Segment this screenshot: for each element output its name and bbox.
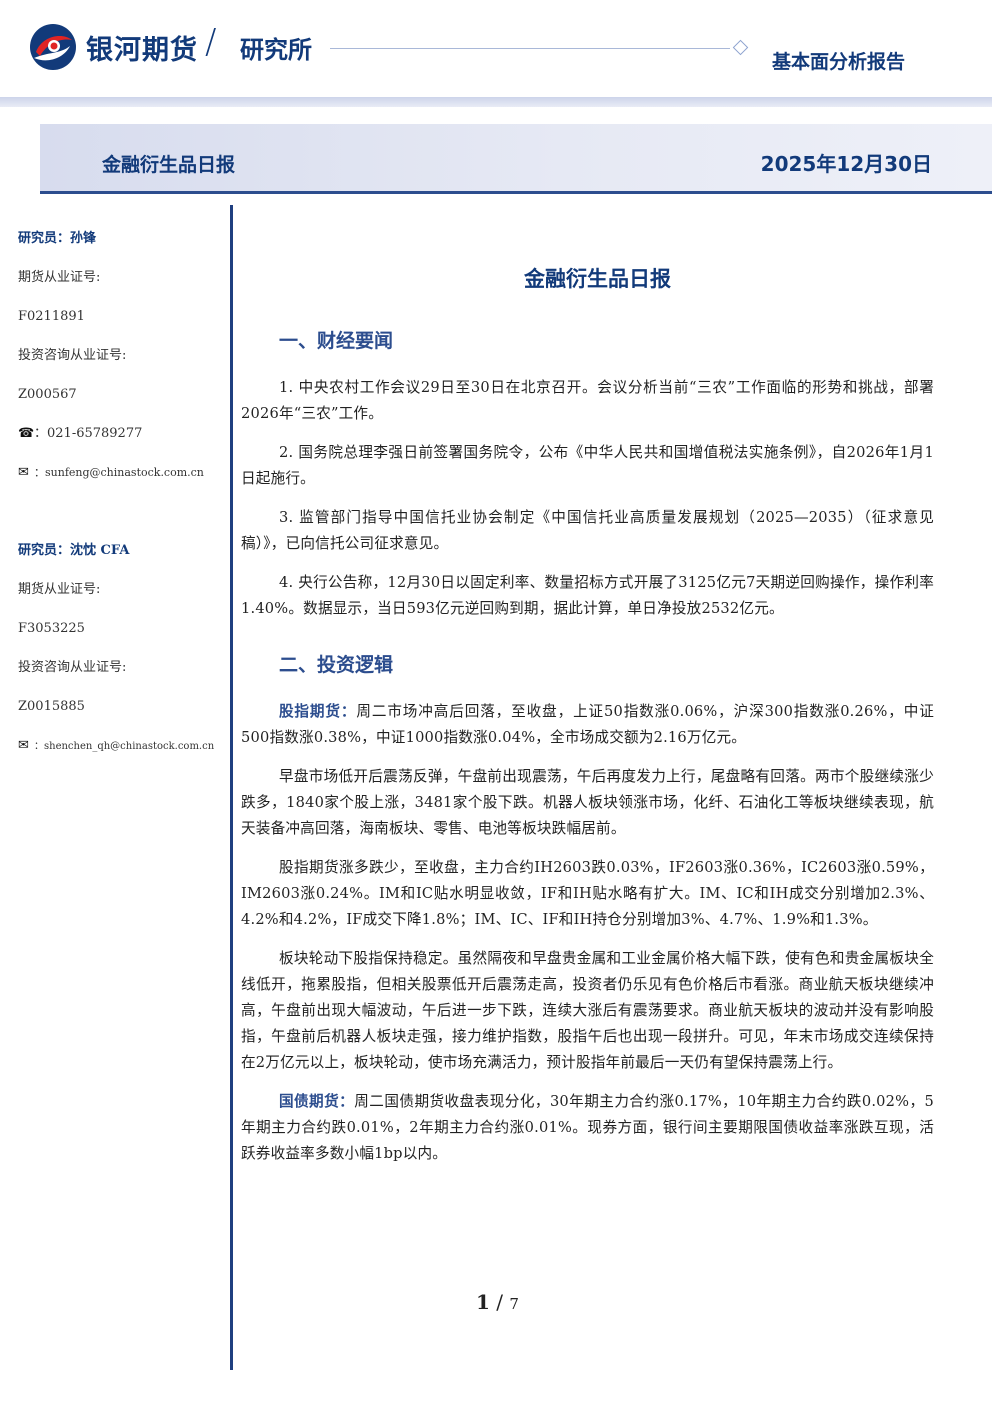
stock-index-paragraph: 股指期货：周二市场冲高后回落，至收盘，上证50指数涨0.06%，沪深300指数涨… [241, 699, 934, 751]
news-item: 2. 国务院总理李强日前签署国务院令，公布《中华人民共和国增值税法实施条例》，自… [241, 444, 934, 487]
header-deco-line [330, 48, 730, 49]
header-band [0, 97, 992, 107]
bond-label: 国债期货： [278, 1093, 355, 1110]
news-item: 3. 监管部门指导中国信托业协会制定《中国信托业高质量发展规划（2025—203… [241, 509, 934, 552]
researcher1-phone: ：021-65789277 [34, 426, 143, 441]
page-separator: / [489, 1290, 510, 1314]
researcher2-futures-cert-label: 期货从业证号: [18, 582, 101, 597]
title-banner: 金融衍生品日报 2025年12月30日 [40, 124, 992, 194]
outlook-paragraph: 板块轮动下股指保持稳定。虽然隔夜和早盘贵金属和工业金属价格大幅下跌，使有色和贵金… [241, 950, 934, 1071]
researcher-sidebar: 研究员：孙锋 期货从业证号: F0211891 投资咨询从业证号: Z00056… [18, 230, 228, 776]
document-title: 金融衍生品日报 [524, 267, 671, 291]
researcher1-phone-row: ☎：021-65789277 [18, 425, 228, 464]
researcher2-email-row: ✉ ：shenchen_qh@chinastock.com.cn [18, 737, 228, 776]
page-current: 1 [476, 1290, 490, 1314]
market-paragraph: 早盘市场低开后震荡反弹，午盘前出现震荡，午后再度发力上行，尾盘略有回落。两市个股… [241, 768, 934, 837]
news-item: 1. 中央农村工作会议29日至30日在北京召开。会议分析当前“三农”工作面临的形… [241, 379, 934, 422]
page-total: 7 [509, 1295, 519, 1313]
researcher1-email[interactable]: ：sunfeng@chinastock.com.cn [34, 466, 204, 479]
sidebar-divider [230, 205, 233, 1370]
section-heading-news: 一、财经要闻 [279, 330, 394, 352]
stock-index-text: 周二市场冲高后回落，至收盘，上证50指数涨0.06%，沪深300指数涨0.26%… [241, 703, 934, 746]
main-content: 金融衍生品日报 一、财经要闻 1. 中央农村工作会议29日至30日在北京召开。会… [241, 262, 934, 1180]
researcher2-futures-cert: F3053225 [18, 621, 85, 636]
researcher1-consult-cert: Z000567 [18, 387, 77, 402]
banner-title: 金融衍生品日报 [102, 154, 236, 176]
section-heading-logic: 二、投资逻辑 [279, 654, 394, 676]
page-number: 1 / 7 [476, 1290, 519, 1314]
bond-text: 周二国债期货收盘表现分化，30年期主力合约涨0.17%，10年期主力合约跌0.0… [241, 1093, 934, 1162]
researcher2-email[interactable]: ：shenchen_qh@chinastock.com.cn [34, 741, 215, 752]
brand-slash: / [205, 22, 217, 62]
researcher1-consult-cert-label: 投资咨询从业证号: [18, 348, 127, 363]
researcher1-futures-cert: F0211891 [18, 309, 85, 324]
galaxy-logo-icon [30, 24, 76, 70]
mail-icon: ✉ [18, 465, 29, 480]
futures-paragraph: 股指期货涨多跌少，至收盘，主力合约IH2603跌0.03%，IF2603涨0.3… [241, 859, 934, 928]
researcher1-futures-cert-label: 期货从业证号: [18, 270, 101, 285]
phone-icon: ☎ [18, 426, 35, 441]
researcher1-email-row: ✉ ：sunfeng@chinastock.com.cn [18, 464, 228, 503]
report-type: 基本面分析报告 [772, 51, 906, 73]
mail-icon: ✉ [18, 738, 29, 753]
bond-paragraph: 国债期货：周二国债期货收盘表现分化，30年期主力合约涨0.17%，10年期主力合… [241, 1089, 934, 1167]
brand-name: 银河期货 [86, 35, 198, 66]
report-date: 2025年12月30日 [760, 152, 932, 176]
researcher1-name: 研究员：孙锋 [18, 231, 97, 246]
researcher2-consult-cert-label: 投资咨询从业证号: [18, 660, 127, 675]
news-item: 4. 央行公告称，12月30日以固定利率、数量招标方式开展了3125亿元7天期逆… [241, 574, 934, 617]
brand-sub: 研究所 [240, 36, 312, 64]
researcher2-consult-cert: Z0015885 [18, 699, 85, 714]
stock-index-label: 股指期货： [278, 703, 357, 720]
page-header: 银河期货 / 研究所 基本面分析报告 [0, 0, 992, 107]
researcher2-name: 研究员：沈忱 CFA [18, 543, 130, 558]
diamond-icon [732, 39, 749, 56]
